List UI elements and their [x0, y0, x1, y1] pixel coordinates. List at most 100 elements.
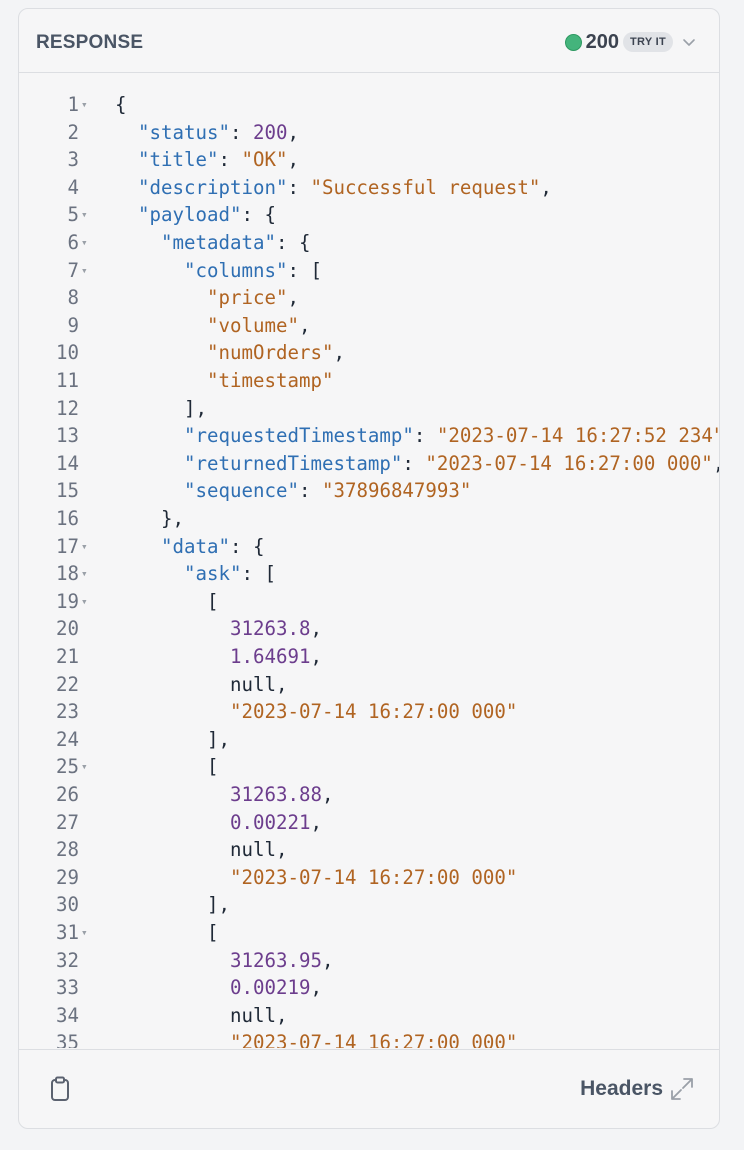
- line-number: 20: [56, 617, 79, 641]
- expand-icon[interactable]: [669, 1076, 695, 1102]
- code-text: "numOrders",: [207, 339, 345, 367]
- json-punct: ,: [310, 617, 322, 641]
- json-number: 31263.8: [230, 617, 311, 641]
- code-text: "timestamp": [207, 367, 333, 395]
- code-text: "sequence": "37896847993": [184, 477, 471, 505]
- json-string: "timestamp": [207, 369, 334, 392]
- json-string: "2023-07-14 16:27:00 000": [230, 1031, 518, 1048]
- line-number: 31: [56, 921, 79, 944]
- line-number: 7: [67, 258, 80, 282]
- line-number: 28: [56, 838, 79, 862]
- code-text: "volume",: [207, 312, 310, 340]
- json-punct: : [: [287, 258, 322, 282]
- response-header: RESPONSE 200 TRY IT: [19, 9, 719, 73]
- line-number: 21: [56, 645, 79, 668]
- line-number: 14: [56, 451, 79, 475]
- code-text: "2023-07-14 16:27:00 000": [230, 864, 517, 892]
- json-punct: : {: [275, 231, 311, 254]
- line-number: 11: [56, 369, 79, 392]
- response-panel: RESPONSE 200 TRY IT 1▾{2"status": 200,3"…: [18, 8, 720, 1129]
- json-punct: ],: [207, 893, 230, 917]
- json-string: "2023-07-14 16:27:00 000": [230, 865, 518, 889]
- code-text: "price",: [207, 284, 299, 312]
- try-it-button[interactable]: TRY IT: [622, 32, 673, 52]
- code-viewer[interactable]: 1▾{2"status": 200,3"title": "OK",4"descr…: [19, 81, 719, 1048]
- code-text: ],: [207, 726, 230, 754]
- line-number: 9: [67, 313, 80, 337]
- fold-toggle-icon[interactable]: ▾: [81, 208, 88, 222]
- line-number: 23: [56, 700, 79, 724]
- code-text: "payload": {: [138, 201, 276, 229]
- code-text: 31263.8,: [230, 615, 322, 643]
- line-number: 19: [56, 589, 79, 613]
- code-text: ],: [207, 891, 230, 919]
- line-number: 29: [56, 865, 79, 889]
- json-key: "data": [161, 534, 230, 558]
- fold-toggle-icon[interactable]: ▾: [81, 760, 88, 774]
- json-string: "2023-07-14 16:27:52 234": [436, 424, 719, 448]
- line-number: 25: [56, 755, 79, 779]
- headers-toggle[interactable]: Headers: [580, 1077, 663, 1100]
- fold-toggle-icon[interactable]: ▾: [81, 926, 88, 939]
- code-text: ],: [184, 395, 207, 423]
- line-number: 17: [56, 534, 79, 558]
- response-title: RESPONSE: [36, 32, 144, 53]
- json-punct: ,: [713, 452, 719, 475]
- fold-toggle-icon[interactable]: ▾: [81, 594, 88, 608]
- json-key: "sequence": [184, 479, 299, 503]
- json-number: 0.00221: [230, 810, 311, 834]
- line-number: 5: [67, 203, 80, 227]
- line-number: 32: [56, 948, 79, 972]
- line-number: 2: [67, 120, 80, 144]
- fold-toggle-icon[interactable]: ▾: [81, 236, 88, 249]
- line-number: 26: [56, 783, 79, 806]
- json-number: 31263.95: [230, 948, 322, 972]
- json-punct: ,: [310, 810, 322, 834]
- json-punct: null,: [230, 1003, 288, 1027]
- fold-toggle-icon[interactable]: ▾: [81, 98, 88, 111]
- clipboard-icon[interactable]: [49, 1076, 71, 1102]
- json-punct: ,: [298, 313, 311, 337]
- line-number: 30: [56, 893, 79, 917]
- line-number: 8: [67, 286, 80, 310]
- line-number: 22: [56, 672, 79, 696]
- fold-toggle-icon[interactable]: ▾: [81, 539, 88, 553]
- json-string: "Successful request": [310, 175, 541, 199]
- json-punct: null,: [230, 672, 288, 696]
- code-text: "requestedTimestamp": "2023-07-14 16:27:…: [184, 422, 719, 450]
- json-punct: ,: [287, 148, 299, 172]
- json-punct: ,: [333, 341, 345, 365]
- json-string: "price": [207, 286, 288, 310]
- response-footer: Headers: [19, 1049, 719, 1128]
- json-key: "requestedTimestamp": [184, 424, 414, 448]
- json-key: "returnedTimestamp": [184, 451, 403, 475]
- fold-toggle-icon[interactable]: ▾: [81, 263, 88, 277]
- code-text: 1.64691,: [230, 643, 322, 671]
- code-text: [: [207, 753, 219, 781]
- status-indicator-icon: [564, 33, 582, 51]
- json-key: "columns": [184, 258, 288, 282]
- line-number: 18: [56, 562, 79, 586]
- json-punct: :: [218, 148, 242, 172]
- line-number: 3: [67, 148, 80, 172]
- json-string: "2023-07-14 16:27:00 000": [230, 700, 518, 724]
- json-punct: [: [207, 589, 219, 613]
- line-number: 16: [56, 507, 79, 530]
- json-string: "numOrders": [207, 341, 334, 365]
- code-text: 31263.95,: [230, 947, 333, 975]
- code-text: "returnedTimestamp": "2023-07-14 16:27:0…: [184, 450, 719, 478]
- code-text: [: [207, 919, 219, 947]
- code-text: "data": {: [161, 533, 264, 561]
- json-punct: ,: [310, 645, 322, 668]
- line-number: 15: [56, 479, 79, 503]
- fold-toggle-icon[interactable]: ▾: [81, 567, 88, 581]
- json-punct: null,: [230, 838, 288, 862]
- json-punct: },: [161, 507, 184, 530]
- json-punct: ,: [540, 175, 552, 199]
- code-text: {: [115, 91, 127, 119]
- code-text: "ask": [: [184, 560, 276, 588]
- json-punct: :: [298, 479, 322, 503]
- chevron-down-icon[interactable]: [681, 34, 697, 50]
- status-code: 200: [585, 30, 619, 53]
- json-key: "status": [138, 120, 230, 144]
